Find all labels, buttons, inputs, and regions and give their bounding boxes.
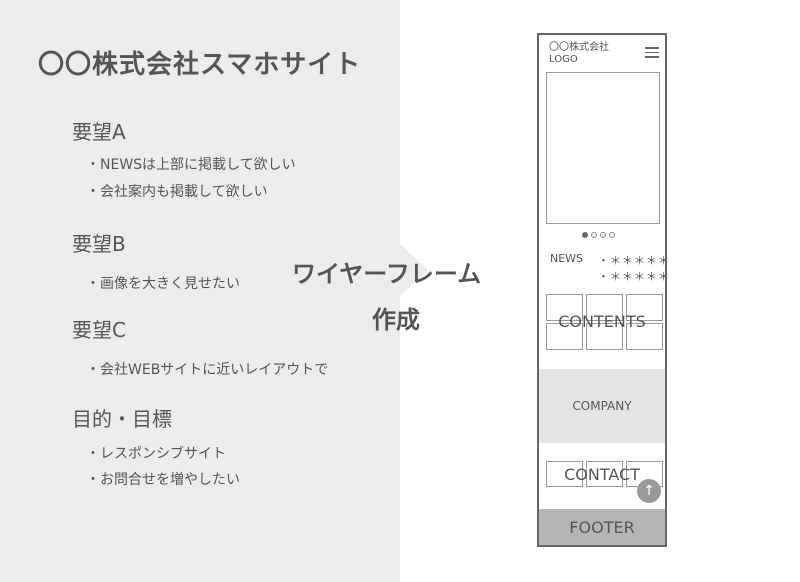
carousel-dot[interactable] <box>609 232 615 238</box>
contents-cell[interactable] <box>586 323 623 350</box>
logo-company-name: 〇〇株式会社 <box>549 42 609 53</box>
flow-arrow <box>400 244 428 296</box>
page-title: 〇〇株式会社スマホサイト <box>38 50 362 80</box>
news-item[interactable]: ・＊＊＊＊＊ <box>598 270 670 283</box>
requirement-a-heading: 要望A <box>72 120 126 144</box>
requirements-panel <box>0 0 400 582</box>
contents-cell[interactable] <box>626 323 663 350</box>
carousel-dot[interactable] <box>582 232 588 238</box>
requirement-a-item-2: ・会社案内も掲載して欲しい <box>86 184 268 200</box>
contents-cell[interactable] <box>586 294 623 321</box>
contents-label: CONTENTS <box>558 312 646 331</box>
carousel-indicator <box>582 232 615 238</box>
logo[interactable]: 〇〇株式会社 LOGO <box>549 42 609 66</box>
contact-cell[interactable] <box>586 461 623 487</box>
carousel-dot[interactable] <box>600 232 606 238</box>
requirement-b-heading: 要望B <box>72 232 126 256</box>
goals-item-1: ・レスポンシブサイト <box>86 446 226 462</box>
news-label: NEWS <box>550 252 584 265</box>
footer: FOOTER <box>539 509 665 545</box>
arrow-up-icon[interactable]: ↑ <box>637 479 661 503</box>
wireframe-label: ワイヤーフレーム <box>292 260 482 288</box>
goals-item-2: ・お問合せを増やしたい <box>86 472 240 488</box>
contents-cell[interactable] <box>546 294 583 321</box>
company-label: COMPANY <box>572 399 632 413</box>
company-section[interactable]: COMPANY <box>539 369 665 443</box>
contact-cell[interactable] <box>546 461 583 487</box>
contact-label: CONTACT <box>564 465 640 484</box>
requirement-c-heading: 要望C <box>72 318 126 342</box>
news-item[interactable]: ・＊＊＊＊＊ <box>598 254 670 267</box>
footer-label: FOOTER <box>569 518 635 537</box>
logo-text: LOGO <box>549 54 578 65</box>
requirement-c-item-1: ・会社WEBサイトに近いレイアウトで <box>86 362 329 378</box>
requirement-a-item-1: ・NEWSは上部に掲載して欲しい <box>86 157 296 173</box>
phone-wireframe: 〇〇株式会社 LOGO NEWS ・＊＊＊＊＊ ・＊＊＊＊＊ CONTENTS … <box>537 33 670 547</box>
creation-label: 作成 <box>372 306 420 334</box>
contents-cell[interactable] <box>546 323 583 350</box>
requirement-b-item-1: ・画像を大きく見せたい <box>86 276 240 292</box>
contents-cell[interactable] <box>626 294 663 321</box>
carousel-dot[interactable] <box>591 232 597 238</box>
hamburger-menu-icon[interactable] <box>645 47 659 59</box>
hero-image-placeholder <box>546 72 660 224</box>
goals-heading: 目的・目標 <box>72 407 172 431</box>
